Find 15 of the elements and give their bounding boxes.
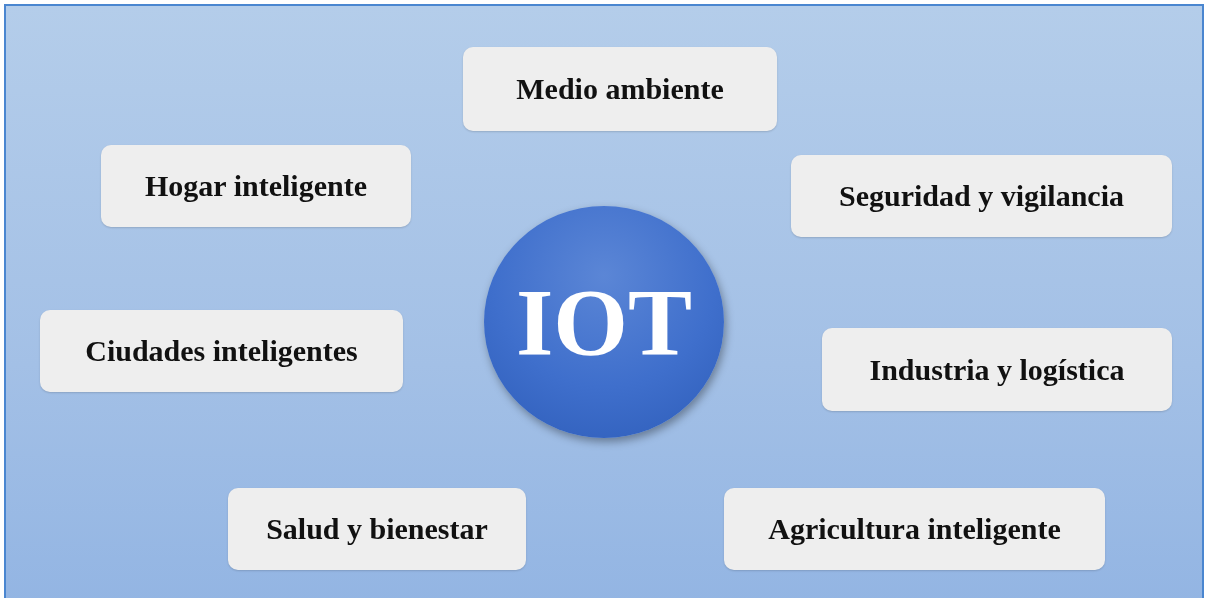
topic-box	[822, 328, 1172, 411]
topic-label: Salud y bienestar	[266, 512, 488, 546]
topic-label: Medio ambiente	[516, 72, 724, 106]
topic-box	[228, 488, 526, 570]
topic-label: Industria y logística	[869, 352, 1125, 387]
topic-box	[791, 155, 1172, 237]
topic-label: Hogar inteligente	[145, 169, 367, 203]
topic-box	[40, 310, 403, 392]
topic-box	[724, 488, 1105, 570]
topic-label: Ciudades inteligentes	[85, 334, 358, 368]
topic-label: Agricultura inteligente	[768, 512, 1061, 546]
topic-box	[101, 145, 411, 227]
topic-box	[463, 47, 777, 131]
hub-title: IOT	[515, 267, 693, 378]
topic-label: Seguridad y vigilancia	[838, 179, 1124, 213]
